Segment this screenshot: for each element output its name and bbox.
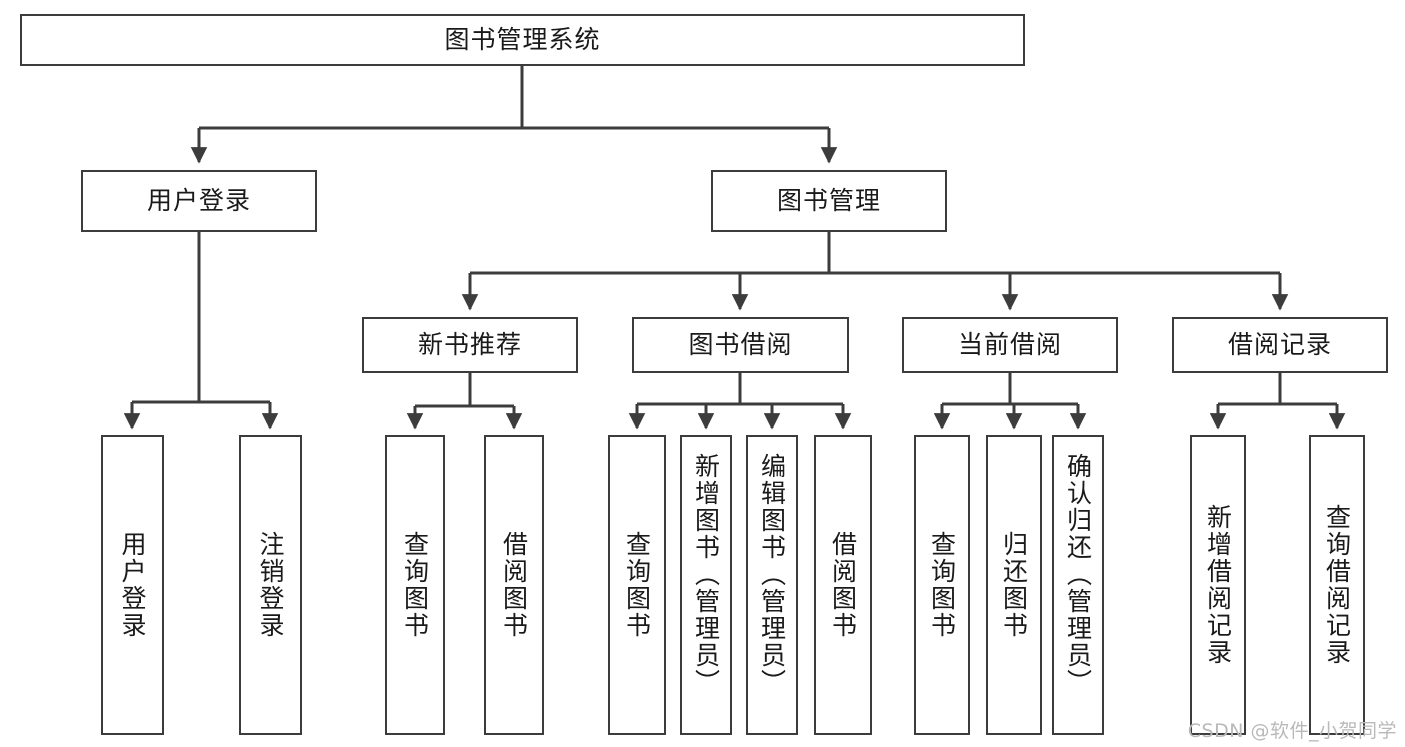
leaf-query-book-recommend-label: 查询图书 <box>400 531 430 639</box>
leaf-logout[interactable]: 注销登录 <box>239 435 302 735</box>
leaf-query-book-borrow-label: 查询图书 <box>622 531 652 639</box>
leaf-query-book-borrow[interactable]: 查询图书 <box>608 435 666 735</box>
leaf-logout-label: 注销登录 <box>256 531 285 639</box>
leaf-query-book-current[interactable]: 查询图书 <box>914 435 970 735</box>
node-user-login[interactable]: 用户登录 <box>81 170 317 232</box>
node-new-book-rec-label: 新书推荐 <box>417 330 522 360</box>
node-current-borrow-label: 当前借阅 <box>957 330 1062 360</box>
node-borrow-record[interactable]: 借阅记录 <box>1172 317 1388 373</box>
leaf-confirm-return-admin[interactable]: 确认归还（管理员） <box>1052 435 1104 735</box>
leaf-user-login-label: 用户登录 <box>118 531 147 639</box>
csdn-watermark: CSDN @软件_小贺同学 <box>1187 720 1397 742</box>
leaf-return-book[interactable]: 归还图书 <box>986 435 1042 735</box>
leaf-query-book-current-label: 查询图书 <box>927 531 957 639</box>
leaf-confirm-return-admin-label: 确认归还（管理员） <box>1063 453 1093 696</box>
leaf-borrow-book-recommend-label: 借阅图书 <box>499 531 529 639</box>
leaf-return-book-label: 归还图书 <box>999 531 1029 639</box>
node-user-login-label: 用户登录 <box>146 186 251 216</box>
leaf-add-borrow-record[interactable]: 新增借阅记录 <box>1190 435 1246 735</box>
node-new-book-rec[interactable]: 新书推荐 <box>362 317 578 373</box>
node-book-borrow-label: 图书借阅 <box>688 330 793 360</box>
leaf-borrow-book-label: 借阅图书 <box>828 531 858 639</box>
leaf-query-borrow-record[interactable]: 查询借阅记录 <box>1309 435 1365 735</box>
node-book-manage[interactable]: 图书管理 <box>711 170 947 232</box>
node-borrow-record-label: 借阅记录 <box>1227 330 1332 360</box>
node-root[interactable]: 图书管理系统 <box>20 14 1025 66</box>
leaf-query-book-recommend[interactable]: 查询图书 <box>385 435 445 735</box>
leaf-add-book-admin-label: 新增图书（管理员） <box>691 453 721 696</box>
leaf-borrow-book-recommend[interactable]: 借阅图书 <box>484 435 544 735</box>
leaf-edit-book-admin-label: 编辑图书（管理员） <box>757 453 787 696</box>
leaf-add-book-admin[interactable]: 新增图书（管理员） <box>680 435 732 735</box>
leaf-edit-book-admin[interactable]: 编辑图书（管理员） <box>746 435 798 735</box>
node-book-borrow[interactable]: 图书借阅 <box>632 317 849 373</box>
node-book-manage-label: 图书管理 <box>776 186 881 216</box>
leaf-add-borrow-record-label: 新增借阅记录 <box>1203 504 1233 666</box>
leaf-query-borrow-record-label: 查询借阅记录 <box>1322 504 1352 666</box>
node-root-label: 图书管理系统 <box>444 25 601 55</box>
leaf-borrow-book[interactable]: 借阅图书 <box>814 435 872 735</box>
leaf-user-login[interactable]: 用户登录 <box>101 435 164 735</box>
node-current-borrow[interactable]: 当前借阅 <box>902 317 1118 373</box>
